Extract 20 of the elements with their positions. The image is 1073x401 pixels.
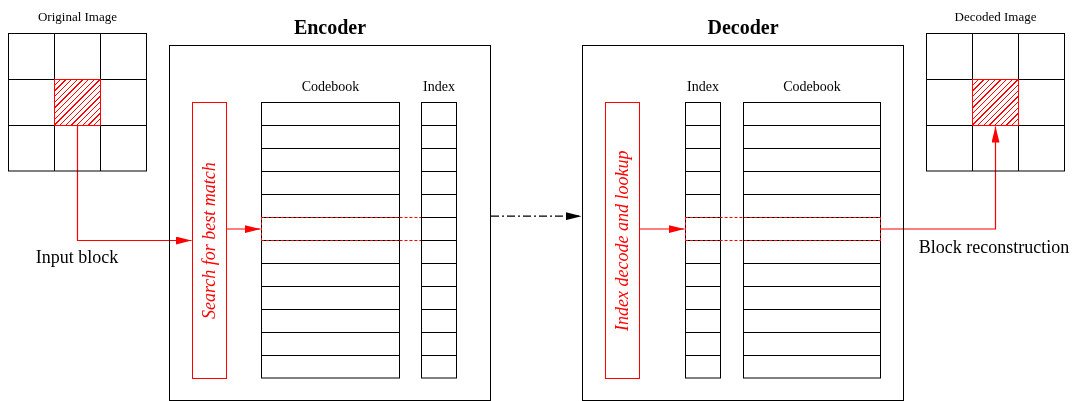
arrow <box>76 125 193 245</box>
edge-label: Block reconstruction <box>917 236 1071 258</box>
arrow <box>490 212 583 221</box>
arrow <box>639 225 686 233</box>
arrow <box>226 225 262 233</box>
image-title: Original Image <box>36 9 119 25</box>
column-header: Index <box>422 79 456 95</box>
image-title: Decoded Image <box>953 9 1038 25</box>
highlighted-block <box>972 79 1019 126</box>
process-box: Index decode and lookup <box>605 102 640 379</box>
column-header: Index <box>686 79 720 95</box>
highlighted-block <box>54 79 101 126</box>
column-header: Codebook <box>782 79 842 95</box>
edge-label: Input block <box>34 246 120 268</box>
arrow <box>880 125 1000 230</box>
column-header: Codebook <box>300 79 361 95</box>
panel-title: Decoder <box>706 16 780 39</box>
process-box: Search for best match <box>192 102 227 379</box>
panel-title: Encoder <box>292 16 368 39</box>
selected-row-highlight <box>685 217 881 241</box>
